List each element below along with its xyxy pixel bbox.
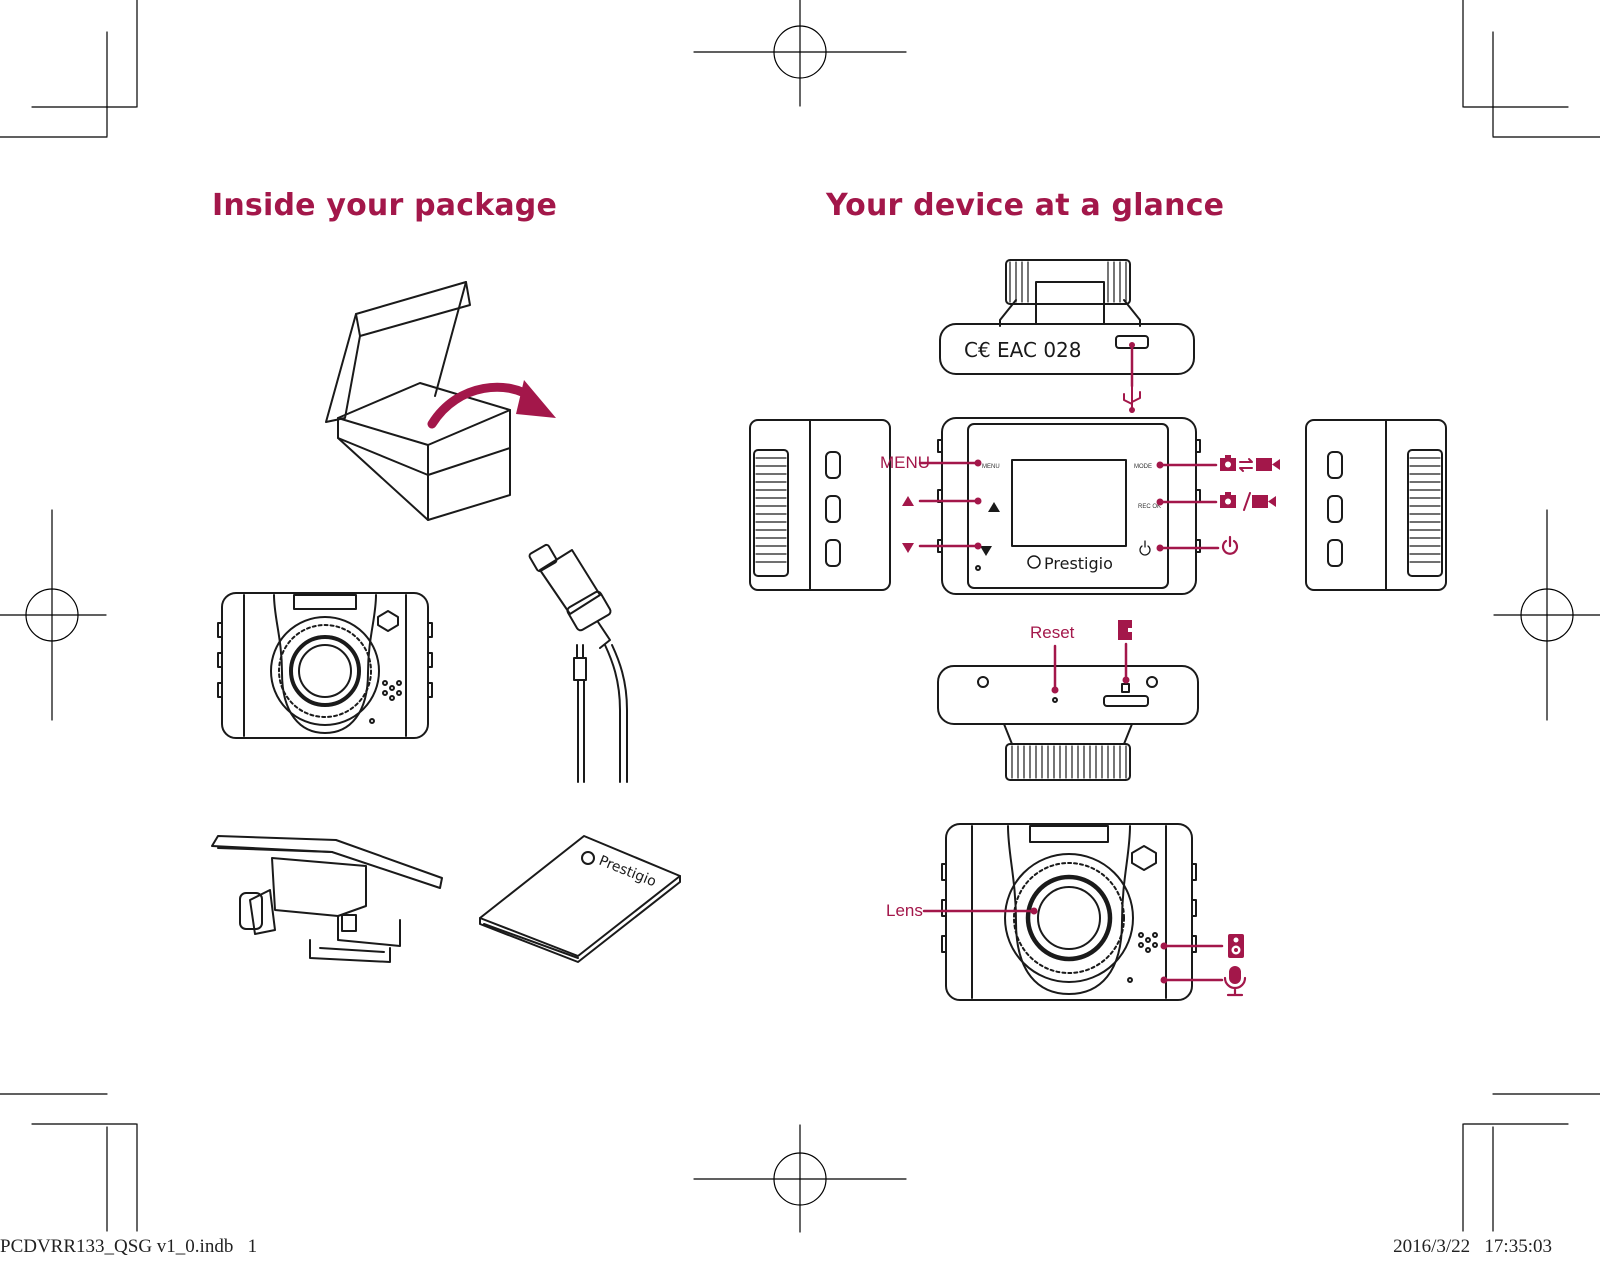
device-top-view: C€ EAC 028 (939, 259, 1195, 375)
cert-marks-text: C€ EAC 028 (964, 338, 1082, 362)
mode-callout (1156, 455, 1280, 472)
lens-callout-label: Lens (886, 901, 923, 920)
device-lens-view (941, 823, 1197, 1001)
photo-video-switch-icon (1220, 455, 1280, 472)
registration-mark-bottom (693, 1124, 907, 1233)
menu-callout: MENU (880, 453, 982, 472)
screen-brand-text: Prestigio (1044, 554, 1113, 573)
car-charger-icon (528, 543, 628, 783)
device-left-view (749, 419, 891, 591)
booklet-logo-text: Prestigio (597, 853, 659, 890)
sd-card-callout (1118, 620, 1132, 684)
up-triangle-icon (902, 496, 914, 506)
registration-mark-left (0, 509, 107, 721)
screen-mode-label: MODE (1134, 464, 1152, 470)
speaker-callout (1160, 934, 1244, 958)
footer-file-info: PCDVRR133_QSG v1_0.indb 1 (0, 1236, 258, 1257)
speaker-icon (1228, 934, 1244, 958)
reset-callout: Reset (1030, 623, 1075, 694)
down-callout (902, 542, 982, 553)
device-glance-heading: Your device at a glance (826, 188, 1225, 223)
device-bottom-view (937, 665, 1199, 781)
lens-callout: Lens (886, 901, 1038, 920)
power-icon (1221, 535, 1239, 555)
up-callout (902, 496, 982, 506)
screen-menu-label: MENU (982, 464, 1000, 470)
device-screen-view: MENU MODE REC OK Prestigio (937, 417, 1201, 595)
registration-mark-right (1493, 509, 1600, 721)
mic-callout (1160, 966, 1247, 997)
screen-rec-ok-label: REC OK (1138, 504, 1161, 510)
menu-callout-label: MENU (880, 453, 930, 472)
suction-mount-icon (211, 835, 443, 963)
usb-icon (1123, 342, 1141, 413)
registration-mark-top (693, 0, 907, 107)
reset-callout-label: Reset (1030, 623, 1075, 642)
crop-marks (0, 0, 1600, 1232)
down-triangle-icon (902, 543, 914, 553)
guide-booklet-icon: Prestigio (479, 835, 681, 963)
photo-video-record-icon (1220, 492, 1276, 511)
dash-camera-icon (217, 592, 433, 739)
rec-callout (1156, 492, 1276, 511)
open-box-icon (325, 281, 556, 521)
sd-card-icon (1118, 620, 1132, 640)
microphone-icon (1223, 966, 1247, 997)
footer-timestamp: 2016/3/22 17:35:03 (1393, 1236, 1552, 1257)
power-callout (1156, 535, 1239, 555)
device-right-view (1305, 419, 1447, 591)
inside-package-heading: Inside your package (212, 188, 558, 223)
